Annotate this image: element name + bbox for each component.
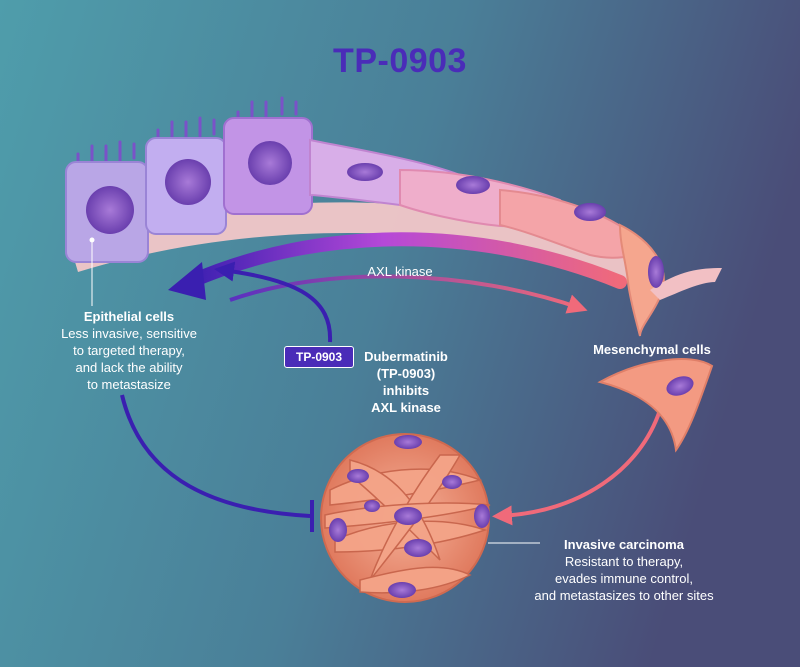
carcinoma-line: evades immune control, [554,571,693,586]
carcinoma-line: and metastasizes to other sites [534,588,714,603]
mesenchymal-heading: Mesenchymal cells [593,342,711,357]
epithelial-line: to targeted therapy, [73,343,185,358]
nucleus [248,141,292,185]
transitioning-cell-layer [309,138,722,337]
nucleus [347,163,383,181]
inhibition-line [120,394,311,518]
epithelial-line: to metastasize [87,377,171,392]
diagram-title: TP-0903 [333,42,467,80]
epithelial-heading: Epithelial cells [83,309,175,324]
drug-line: (TP-0903) [376,366,436,381]
nucleus [666,376,694,396]
sweep-arrowhead [168,262,206,300]
nucleus [456,176,490,194]
epithelial-pointer-dot [89,237,95,243]
axl-kinase-arrow [229,274,588,314]
axl-kinase-label: AXL kinase [367,264,433,279]
mesenchymal-label: Mesenchymal cells [582,341,722,358]
epithelial-line: Less invasive, sensitive [61,326,197,341]
drug-label: Dubermatinib (TP-0903) inhibits AXL kina… [356,348,456,416]
carcinoma-label: Invasive carcinoma Resistant to therapy,… [524,536,724,604]
epithelial-line: and lack the ability [75,360,183,375]
nucleus [648,256,664,288]
carcinoma-line: Resistant to therapy, [564,554,684,569]
epithelial-label: Epithelial cells Less invasive, sensitiv… [44,308,214,393]
metastasis-arrow [492,409,662,526]
carcinoma-heading: Invasive carcinoma [564,537,684,552]
drug-line: inhibits [382,383,430,398]
nucleus [86,186,134,234]
drug-effect-arrow [214,261,333,343]
nucleus [574,203,606,221]
drug-badge: TP-0903 [284,346,354,368]
epithelial-cell-layer [65,96,313,263]
emt-sweep-arrow [183,232,627,289]
carcinoma-mass [320,433,491,603]
nucleus [165,159,211,205]
drug-line: Dubermatinib [364,349,448,364]
drug-line: AXL kinase [371,400,441,415]
